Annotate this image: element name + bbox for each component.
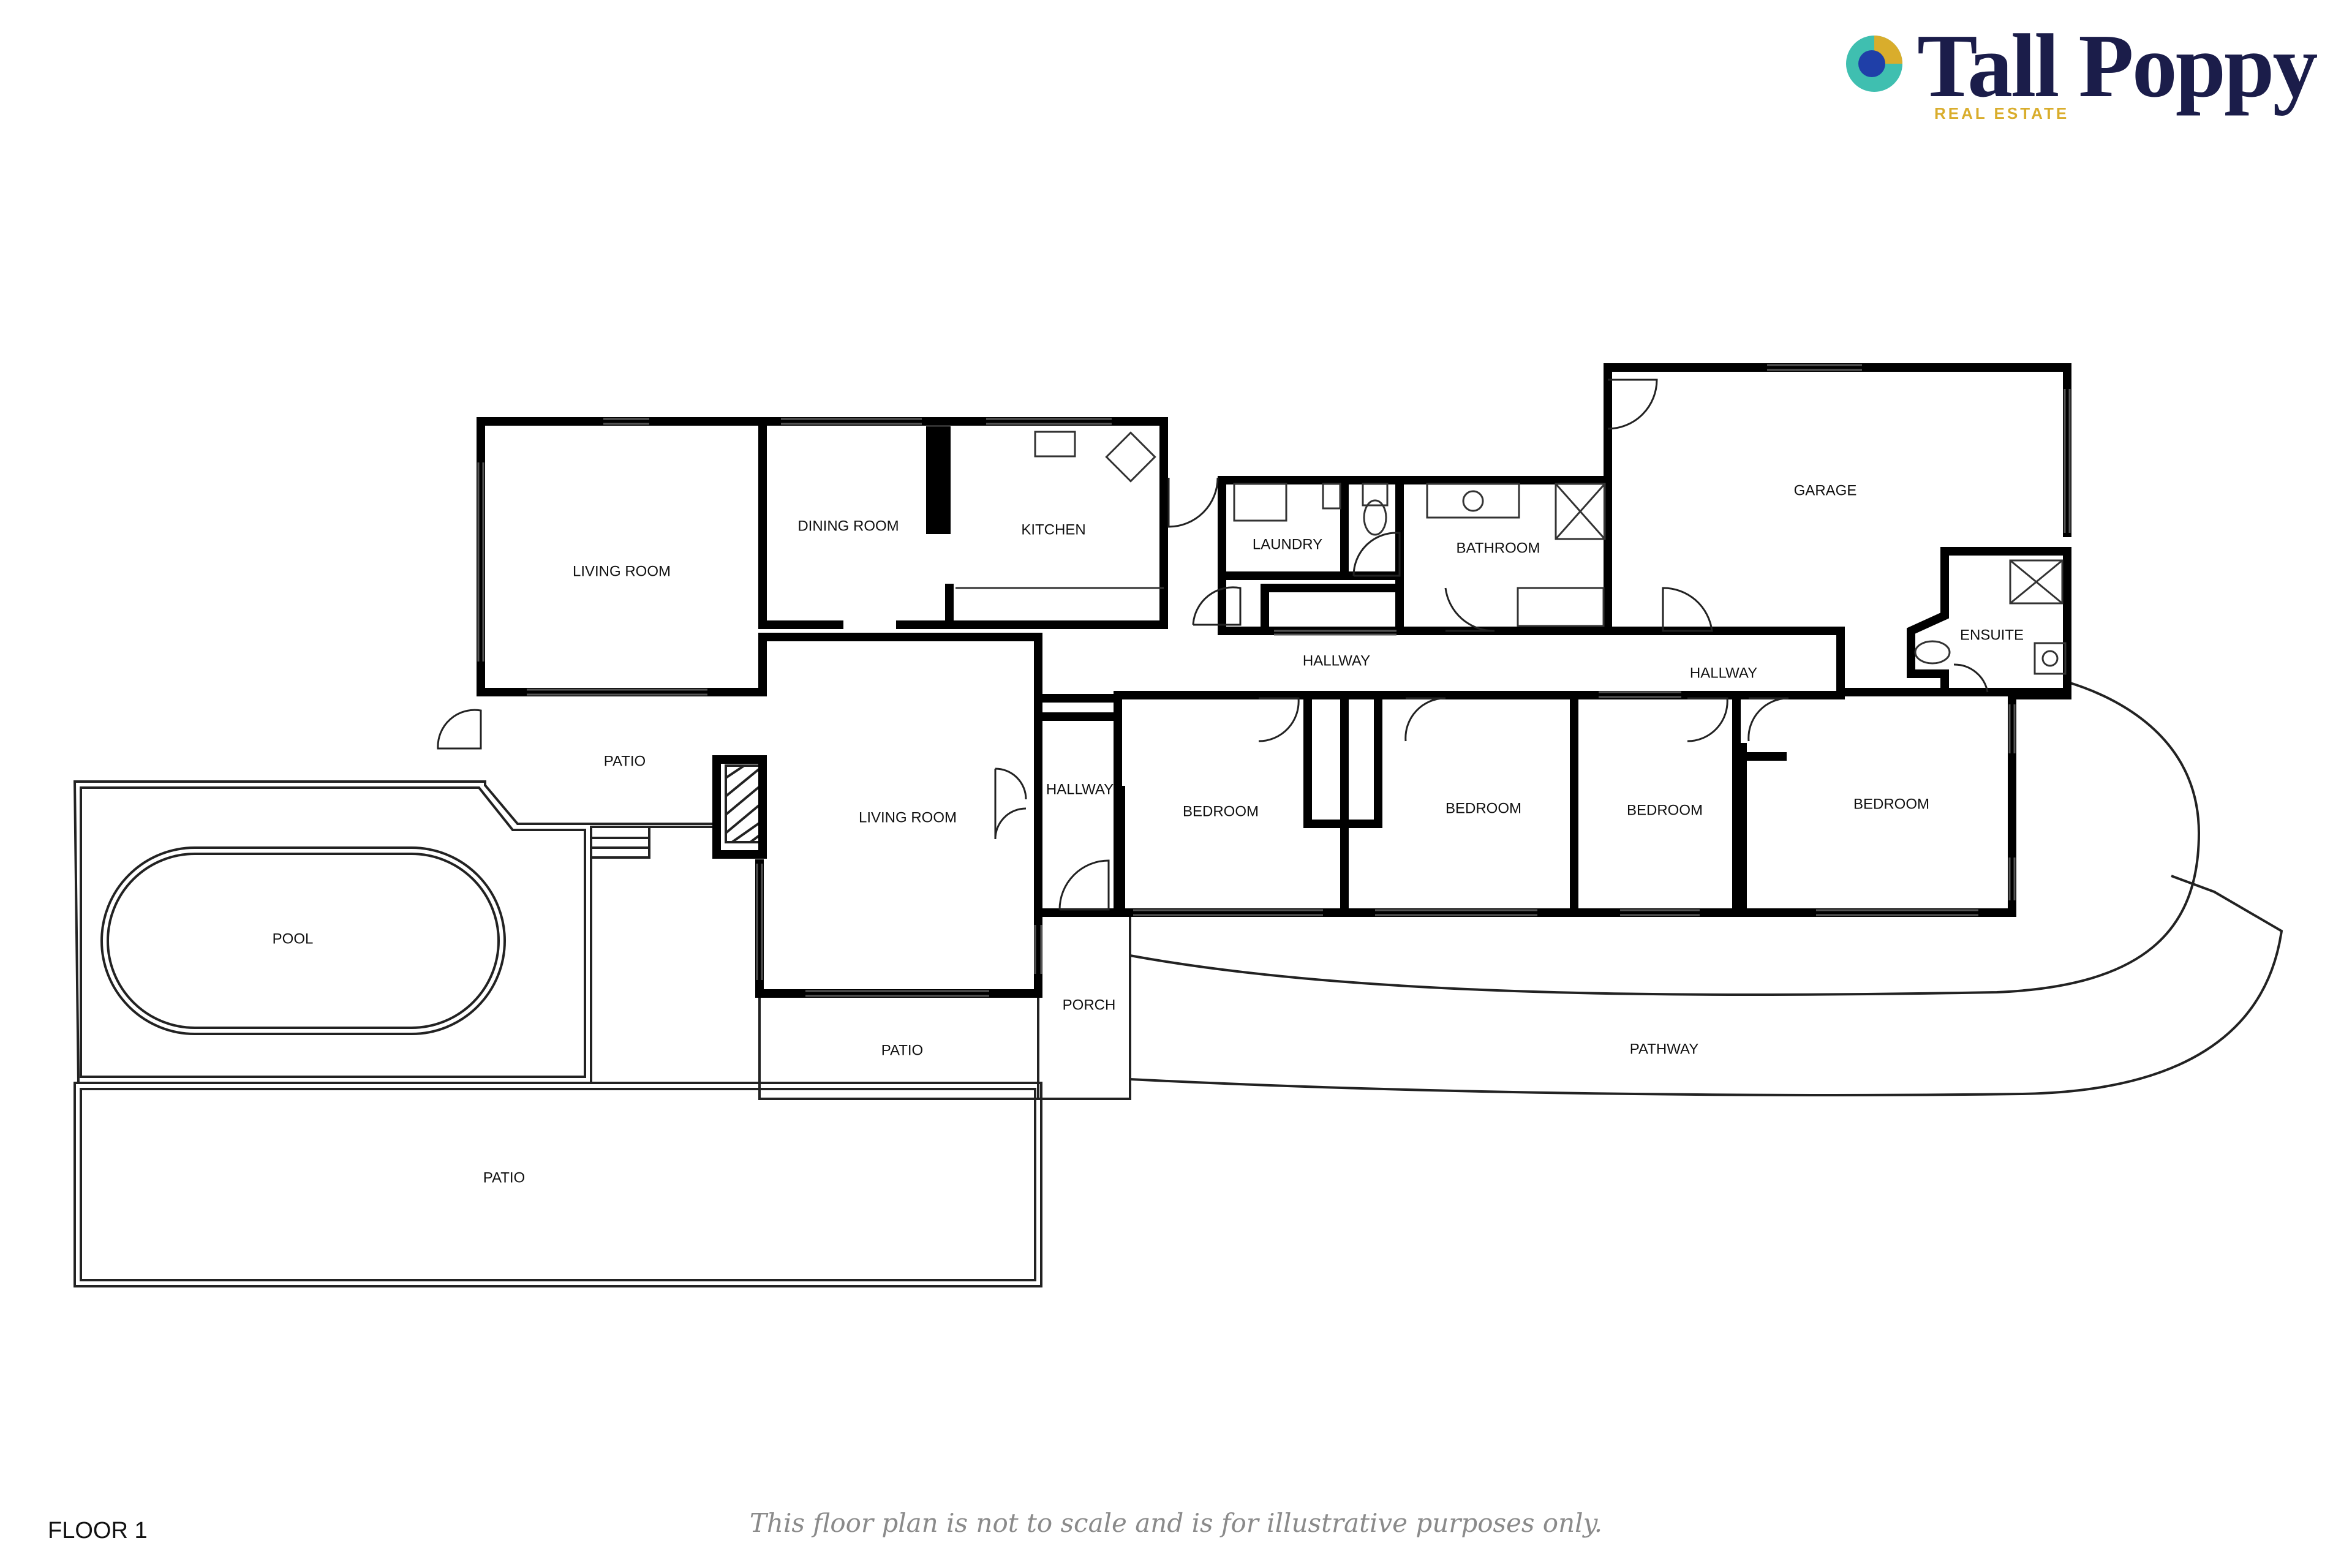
room-label-bedroom-1: BEDROOM: [1183, 803, 1259, 820]
room-label-garage: GARAGE: [1794, 482, 1857, 499]
walls: [477, 363, 2071, 998]
brand-circle-icon: [1846, 36, 1902, 92]
room-label-pool: POOL: [273, 930, 314, 947]
room-label-patio-south: PATIO: [881, 1042, 923, 1058]
room-label-living-room-1: LIVING ROOM: [573, 563, 671, 579]
room-label-kitchen: KITCHEN: [1021, 521, 1085, 538]
disclaimer: This floor plan is not to scale and is f…: [749, 1508, 1603, 1538]
room-label-hallway-east: HALLWAY: [1690, 665, 1757, 681]
room-label-patio-large: PATIO: [483, 1169, 525, 1186]
room-label-hallway-west: HALLWAY: [1046, 781, 1114, 797]
brand-logo: Tall Poppy REAL ESTATE: [1844, 18, 2334, 159]
room-label-laundry: LAUNDRY: [1253, 536, 1322, 552]
room-label-bathroom: BATHROOM: [1457, 540, 1540, 556]
room-label-living-room-2: LIVING ROOM: [859, 809, 957, 826]
room-label-bedroom-3: BEDROOM: [1627, 802, 1703, 818]
room-label-porch: PORCH: [1063, 997, 1116, 1013]
outdoor-outlines: [73, 680, 2283, 1287]
brand-tagline: REAL ESTATE: [1934, 104, 2070, 123]
room-label-bedroom-2: BEDROOM: [1446, 800, 1521, 816]
room-label-dining-room: DINING ROOM: [797, 518, 899, 534]
room-label-bedroom-4: BEDROOM: [1853, 796, 1929, 812]
doors: [437, 379, 1989, 911]
room-label-patio-north: PATIO: [604, 753, 646, 769]
room-label-ensuite: ENSUITE: [1960, 627, 2024, 643]
windows: [477, 364, 2071, 997]
room-label-hallway-main: HALLWAY: [1303, 652, 1370, 669]
room-labels: LIVING ROOM DINING ROOM KITCHEN LAUNDRY …: [273, 482, 2024, 1186]
room-label-pathway: PATHWAY: [1630, 1041, 1698, 1057]
brand-name: Tall Poppy: [1917, 16, 2318, 116]
floor-label: FLOOR 1: [48, 1518, 148, 1544]
fixtures: [956, 431, 2067, 675]
